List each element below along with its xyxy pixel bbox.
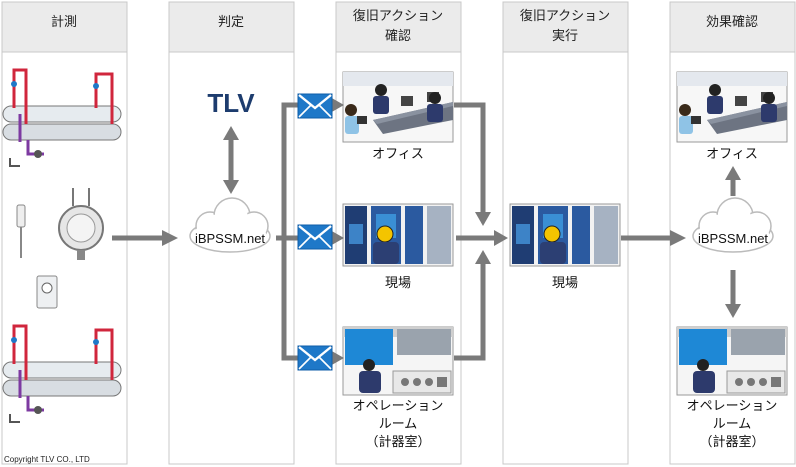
operation-room-effect-label-line1: オペレーション [687,399,778,414]
column-judgment [168,49,295,465]
cloud-judgment-label: iBPSSM.net [195,231,265,246]
operation-room-effect-label-line3: （計器室） [699,434,764,450]
envelope-office-icon [296,92,334,120]
sensor-icon [16,204,26,258]
envelope-operation-icon [296,344,334,372]
cloud-effect-label: iBPSSM.net [698,231,768,246]
office-effect-label: オフィス [706,147,758,162]
field-execute-label: 現場 [552,276,578,291]
field-label: 現場 [385,276,411,291]
header-recovery-execute-line2: 実行 [552,28,578,44]
operation-room-effect-label-line2: ルーム [713,417,752,432]
tlv-logo: TLV [207,88,255,118]
arrow-cloud-to-office [725,166,741,196]
field-illustration [342,203,454,267]
office-illustration [342,71,454,143]
envelope-field-icon [296,223,334,251]
arrow-measure-to-cloud [112,230,178,246]
arrow-locations-to-execution [454,102,508,361]
header-measurement: 計測 [51,14,77,30]
operation-room-effect-illustration [676,326,788,396]
operation-room-label-line1: オペレーション [353,399,444,414]
gauge-unit-icon [36,275,58,309]
transmitter-icon [58,188,104,260]
header-judgment: 判定 [218,15,244,30]
arrow-execution-to-cloud [621,230,686,246]
header-recovery-confirm-line1: 復旧アクション [353,8,443,24]
header-recovery-confirm-line2: 確認 [385,28,411,44]
field-execute-illustration [509,203,621,267]
header-effect-confirm: 効果確認 [706,14,758,30]
arrow-cloud-to-operation [725,270,741,318]
copyright-text: Copyright TLV CO., LTD [4,455,90,464]
operation-room-illustration [342,326,454,396]
operation-room-label-line2: ルーム [379,417,418,432]
operation-room-label-line3: （計器室） [365,434,430,450]
office-label: オフィス [372,147,424,162]
header-recovery-execute-line1: 復旧アクション [520,8,610,24]
arrow-logo-cloud [223,126,239,194]
office-effect-illustration [676,71,788,143]
